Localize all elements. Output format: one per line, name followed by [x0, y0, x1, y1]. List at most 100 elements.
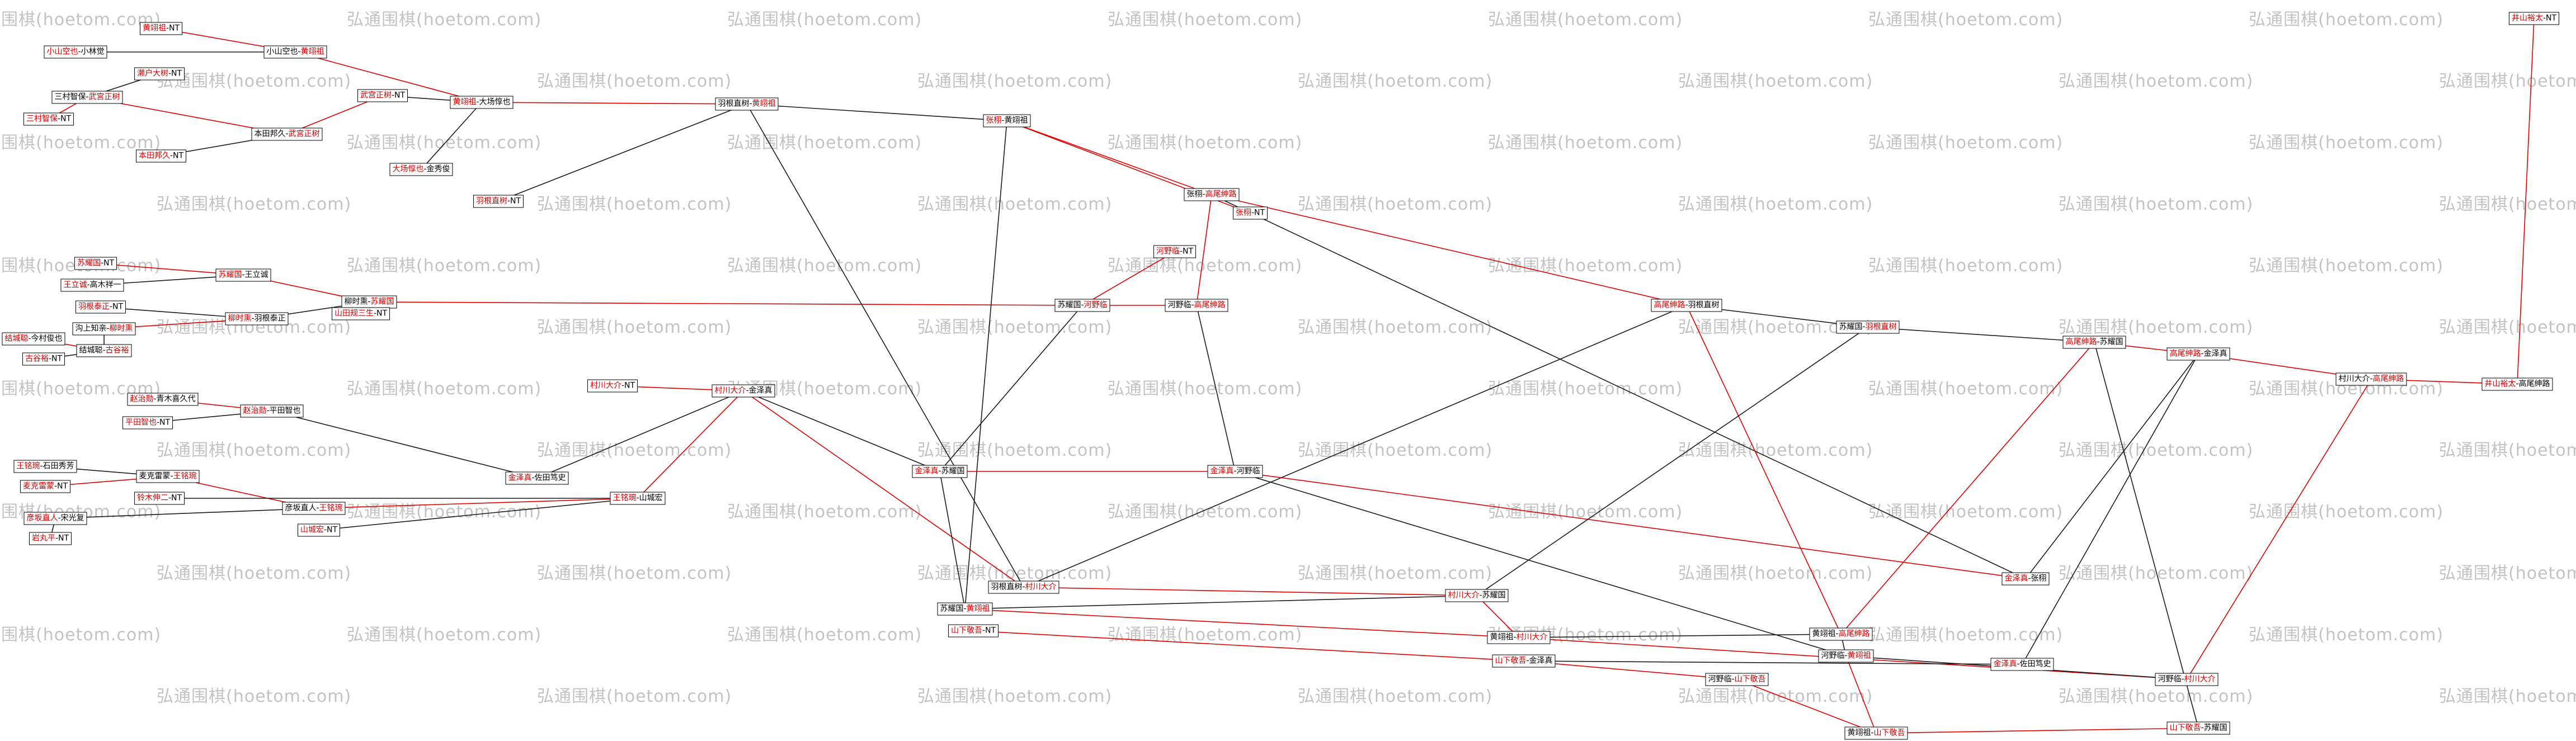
watermark-text: 弘通围棋(hoetom.com)	[1868, 133, 2064, 153]
bracket-connector-black	[746, 103, 1007, 121]
bracket-connector-red	[295, 51, 482, 103]
match-node: 王铭琬-石田秀芳	[13, 460, 77, 473]
match-node: 苏耀国-羽根直树	[1836, 320, 1900, 334]
player-name: 苏耀国	[1057, 300, 1081, 310]
player-name-winner: 苏耀国	[218, 270, 242, 280]
match-node: 张栩-NT	[1232, 206, 1268, 220]
watermark-text: 弘通围棋(hoetom.com)	[917, 195, 1113, 214]
watermark-text: 弘通围棋(hoetom.com)	[2249, 133, 2444, 153]
watermark-text: 弘通围棋(hoetom.com)	[1678, 687, 1873, 706]
name-separator: -	[87, 280, 90, 290]
bracket-connector-black	[1235, 471, 1847, 657]
watermark-text: 弘通围棋(hoetom.com)	[1678, 72, 1873, 91]
player-name: NT	[985, 626, 996, 635]
player-name: 黄翊祖	[1004, 116, 1028, 125]
name-separator: -	[746, 386, 749, 395]
name-separator: -	[1731, 674, 1735, 684]
player-name: 羽根直树	[991, 582, 1023, 592]
name-separator: -	[1179, 247, 1183, 256]
match-node: 黄翊祖-村川大介	[1487, 631, 1551, 644]
watermark-text: 弘通围棋(hoetom.com)	[1488, 133, 1683, 153]
watermark-text: 弘通围棋(hoetom.com)	[537, 195, 732, 214]
name-separator: -	[2028, 574, 2031, 583]
watermark-text: 弘通围棋(hoetom.com)	[2439, 72, 2576, 91]
player-name-winner: 麦克雷蒙	[22, 482, 54, 491]
watermark-text: 弘通围棋(hoetom.com)	[1298, 687, 1493, 706]
name-separator: -	[2370, 374, 2373, 384]
match-node: 金泽真-佐田笃史	[1990, 658, 2054, 671]
player-name-winner: 高尾绅路	[1838, 629, 1870, 639]
watermark-text: 弘通围棋(hoetom.com)	[157, 72, 352, 91]
match-node: 结城聪-今村俊也	[2, 332, 65, 346]
player-name-winner: 王铭琬	[319, 503, 343, 513]
watermark-text: 弘通围棋(hoetom.com)	[1868, 502, 2064, 522]
watermark-text: 弘通围棋(hoetom.com)	[2439, 687, 2576, 706]
player-name-winner: 张栩	[1235, 208, 1251, 218]
player-name: 金秀俊	[426, 164, 450, 174]
watermark-text: 弘通围棋(hoetom.com)	[1868, 379, 2064, 399]
player-name: NT	[2546, 13, 2557, 23]
watermark-text: 弘通围棋(hoetom.com)	[537, 72, 732, 91]
match-node: 村川大介-苏耀国	[1445, 589, 1509, 602]
player-name-winner: 濑户大树	[136, 69, 168, 78]
player-name: 羽根直树	[1688, 300, 1720, 310]
bracket-connector-red	[1023, 587, 1477, 596]
player-name-winner: 黄翊祖	[752, 99, 776, 108]
bracket-connector-red	[2517, 18, 2535, 385]
name-separator: -	[58, 513, 61, 523]
name-separator: -	[106, 324, 110, 333]
bracket-connector-red	[1845, 655, 1877, 734]
player-name: 村川大介	[2338, 374, 2370, 384]
name-separator: -	[168, 493, 172, 503]
player-name: NT	[57, 482, 68, 491]
player-name-winner: 大场惇也	[392, 164, 424, 174]
watermark-text: 弘通围棋(hoetom.com)	[2059, 441, 2254, 460]
watermark-text: 弘通围棋(hoetom.com)	[2439, 441, 2576, 460]
player-name-winner: 井山裕太	[2484, 379, 2516, 389]
name-separator: -	[476, 97, 479, 107]
player-name-winner: 黄翊祖	[1847, 651, 1871, 660]
player-name: 彦坂直人	[285, 503, 317, 513]
match-node: 小山空也-黄翊祖	[263, 45, 327, 59]
name-separator: -	[323, 525, 327, 535]
bracket-connector-red	[1211, 194, 1687, 306]
player-name-winner: 结城聪	[4, 334, 29, 343]
player-name: 金泽真	[1529, 656, 1553, 666]
name-separator: -	[48, 354, 52, 364]
watermark-text: 弘通围棋(hoetom.com)	[727, 502, 922, 522]
player-name: 本田邦久	[254, 129, 286, 139]
name-separator: -	[78, 47, 81, 56]
name-separator: -	[1479, 591, 1482, 600]
match-node: 三村智保-武宫正树	[51, 91, 123, 104]
watermark-text: 弘通围棋(hoetom.com)	[2439, 318, 2576, 337]
player-name: NT	[510, 196, 521, 206]
name-separator: -	[1526, 656, 1529, 666]
player-name: 三村智保	[54, 92, 86, 102]
name-separator: -	[423, 164, 427, 174]
player-name: 青木喜久代	[156, 394, 196, 404]
name-separator: -	[266, 406, 270, 416]
name-separator: -	[507, 196, 511, 206]
player-name: NT	[171, 493, 182, 503]
player-name-winner: 高尾绅路	[2065, 337, 2097, 347]
name-separator: -	[285, 129, 289, 139]
match-node: 村川大介-NT	[587, 379, 638, 393]
bracket-connector-black	[2022, 353, 2199, 665]
watermark-text: 弘通围棋(hoetom.com)	[917, 441, 1113, 460]
player-name-winner: 山下敬吾	[2169, 723, 2201, 733]
match-node: 河野临-山下敬吾	[1705, 673, 1769, 686]
player-name-winner: 村川大介	[1448, 591, 1480, 600]
match-node: 黄翊祖-高尾绅路	[1809, 627, 1873, 641]
bracket-connector-black	[1023, 305, 1687, 588]
player-name-winner: 本田邦久	[138, 151, 170, 161]
watermark-text: 弘通围棋(hoetom.com)	[1678, 441, 1873, 460]
match-node: 山下敬吾-NT	[948, 624, 999, 638]
watermark-text: 弘通围棋(hoetom.com)	[347, 256, 542, 276]
bracket-connector-red	[973, 630, 1524, 662]
player-name-winner: 山下敬吾	[1495, 656, 1527, 666]
watermark-text: 弘通围棋(hoetom.com)	[2439, 564, 2576, 583]
match-node: 苏耀国-NT	[74, 257, 117, 270]
name-separator: -	[938, 466, 941, 476]
watermark-text: 弘通围棋(hoetom.com)	[537, 687, 732, 706]
